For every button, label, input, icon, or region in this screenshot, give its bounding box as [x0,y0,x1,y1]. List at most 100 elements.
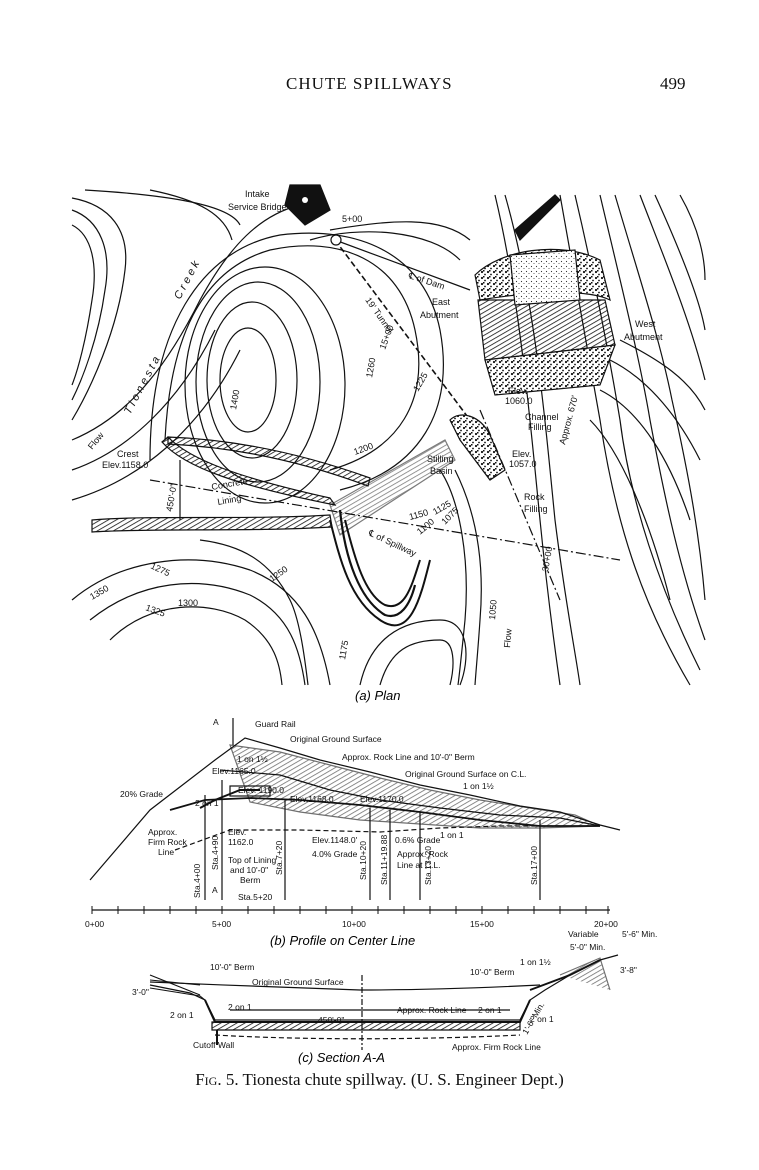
label-grade-20: 20% Grade [120,789,163,799]
contour-1400: 1400 [228,389,241,410]
axis-label-5: 5+00 [212,919,231,929]
label-orig-ground-cl: Original Ground Surface on C.L. [405,769,526,779]
label-two-on-one-b: 2 on 1 [228,1002,252,1012]
label-flow-right: Flow [502,628,514,648]
label-elev-1165: Elev.1165.0 [212,766,256,776]
label-elev-1168: Elev.1168.0 [290,794,334,804]
label-service-bridge: Service Bridge [228,202,287,212]
contour-1325: 1325 [144,602,166,618]
label-top-lining-3: Berm [240,875,260,885]
label-sta-500: 5+00 [342,214,362,224]
section-subcaption: (c) Section A-A [298,1050,385,1065]
page-number: 499 [660,74,686,93]
label-orig-ground: Original Ground Surface [290,734,382,744]
label-elev-1057-1: Elev. [512,449,531,459]
label-two-on-one-d: 2 on 1 [530,1014,554,1024]
label-approx-firm-2: Firm Rock [148,837,187,847]
label-approx-firm-3: Line [158,847,174,857]
label-sta-1198: Sta.11+19.88 [379,835,389,885]
label-rock-1: Rock [524,492,545,502]
figure-number: Fig. 5. [195,1070,239,1089]
label-elev-1170: Elev.1170.0 [360,794,404,804]
label-approx-firm: Approx. Firm Rock Line [452,1042,541,1052]
label-sta-3000: 30+00 [540,546,554,573]
label-grade-4: 4.0% Grade [312,849,358,859]
running-title: CHUTE SPILLWAYS [286,74,453,93]
label-sta-520: Sta.5+20 [238,892,273,902]
label-one-on-half-2: 1 on 1½ [463,781,494,791]
label-a-bottom: A [212,885,218,895]
contour-1150: 1150 [408,507,429,522]
label-sta-720: Sta.7+20 [274,840,284,875]
contour-1050: 1050 [487,599,499,620]
label-stilling-1: Stilling [427,454,454,464]
label-stilling-2: Basin [430,466,453,476]
label-dim-30: 3'-0" [132,987,149,997]
label-flow-left: Flow [86,430,106,451]
axis-label-0: 0+00 [85,919,104,929]
label-a-top: A [213,717,219,727]
label-variable: Variable [568,929,599,939]
label-sta-1500: 15+00 [377,324,395,351]
label-grade-06: 0.6% Grade [395,835,441,845]
label-top-lining-2: and 10'-0" [230,865,268,875]
label-one-on-half: 1 on 1½ [520,957,551,967]
label-dim-450: 450'-0" [318,1015,344,1025]
label-approx-rock: Approx. Rock Line [397,1005,467,1015]
label-berm-right: 10'-0" Berm [470,967,514,977]
label-elev-1060-1: Elev. [508,386,527,396]
label-concrete-2: Lining [217,493,242,507]
label-approx-rock-cl-1: Approx. Rock [397,849,449,859]
contour-1225: 1225 [411,371,430,393]
label-two-on-one-a: 2 on 1 [170,1010,194,1020]
label-elev-1057-2: 1057.0 [509,459,537,469]
label-min-56: 5'-6" Min. [622,929,657,939]
profile-view [89,718,621,911]
contour-1300: 1300 [178,598,198,608]
label-sta-400: Sta.4+00 [192,863,202,898]
label-channel-2: Filling [528,422,552,432]
label-elev-1148: Elev.1148.0' [312,835,358,845]
contour-1275: 1275 [149,561,171,579]
profile-axis-ticks [91,906,609,914]
label-creek-2: C r e e k [172,259,202,302]
label-min-50: 5'-0" Min. [570,942,605,952]
label-approx-670: Approx. 670' [557,394,580,445]
label-elev-1162-1: Elev. [228,827,246,837]
page-header: CHUTE SPILLWAYS 499 [0,74,759,104]
label-one-on-half: 1 on 1½ [237,754,268,764]
label-two-on-one: 2 on 1 [195,798,219,808]
label-sta-1700: Sta.17+00 [529,846,539,885]
label-intake: Intake [245,189,270,199]
label-east-abutment-1: East [432,297,451,307]
label-crest-2: Elev.1158.0 [102,460,148,470]
label-rock-2: Filling [524,504,548,514]
label-dim-38: 3'-8" [620,965,637,975]
section-view [149,954,619,1050]
profile-subcaption: (b) Profile on Center Line [270,933,415,948]
label-sta-1020: Sta.10+20 [358,841,368,880]
label-crest-1: Crest [117,449,139,459]
label-dim-450: 450'-0" [164,483,179,512]
label-two-on-one-c: 2 on 1 [478,1005,502,1015]
label-west-abutment-1: West [635,319,656,329]
label-west-abutment-2: Abutment [624,332,663,342]
axis-label-20: 20+00 [594,919,618,929]
label-approx-firm-1: Approx. [148,827,177,837]
contour-1260: 1260 [364,357,377,378]
label-elev-1162-2: 1162.0 [228,837,254,847]
profile-labels: A Guard Rail Original Ground Surface App… [85,717,618,929]
label-orig-ground: Original Ground Surface [252,977,344,987]
figure-caption: Fig. 5. Tionesta chute spillway. (U. S. … [0,1070,759,1090]
figure-source: (U. S. Engineer Dept.) [410,1070,564,1089]
plan-subcaption: (a) Plan [355,688,401,703]
label-channel-1: Channel [525,412,559,422]
plan-view [71,184,706,686]
axis-label-15: 15+00 [470,919,494,929]
label-approx-rock-berm: Approx. Rock Line and 10'-0" Berm [342,752,475,762]
label-one-on-one: 1 on 1 [440,830,464,840]
label-sta-1320: Sta.13+20 [423,846,433,885]
label-approx-rock-cl-2: Line at C.L. [397,860,440,870]
label-east-abutment-2: Abutment [420,310,459,320]
label-elev-1060-2: 1060.0 [505,396,533,406]
